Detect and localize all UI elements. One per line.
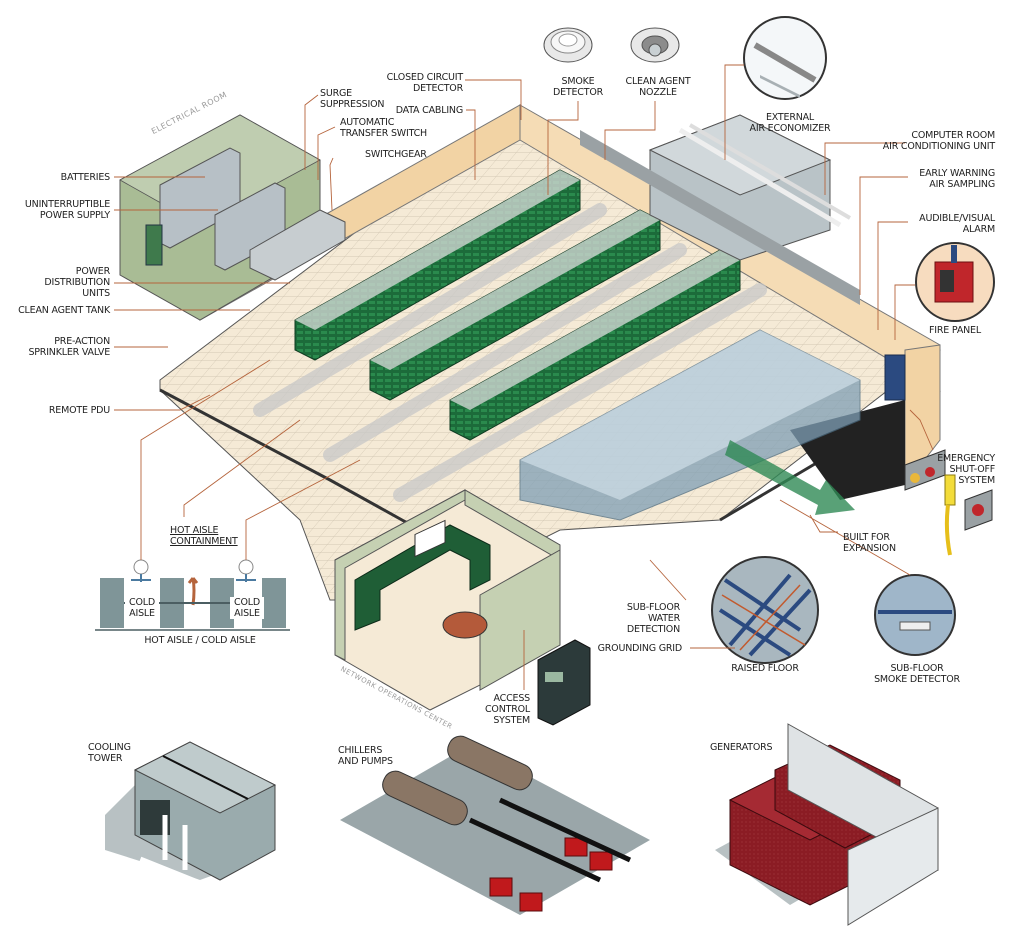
label-raised-floor: RAISED FLOOR bbox=[731, 663, 799, 674]
label-cold-aisle-2: COLD AISLE bbox=[230, 597, 264, 619]
label-generators: GENERATORS bbox=[710, 742, 773, 753]
noc-video-wall bbox=[414, 519, 446, 558]
label-remote-pdu: REMOTE PDU bbox=[48, 405, 110, 416]
label-subfloor-smoke: SUB-FLOOR SMOKE DETECTOR bbox=[874, 663, 960, 685]
label-surge-suppression: SURGE SUPPRESSION bbox=[320, 88, 385, 110]
leader-lines bbox=[114, 64, 934, 690]
expansion-arrow bbox=[725, 440, 855, 515]
detail-fire-panel bbox=[915, 242, 995, 322]
electrical-room-door bbox=[145, 224, 163, 266]
label-switchgear: SWITCHGEAR bbox=[365, 149, 427, 160]
label-cold-aisle-1: COLD AISLE bbox=[125, 597, 159, 619]
detail-clean-agent-nozzle bbox=[630, 27, 680, 63]
crac-units bbox=[580, 114, 860, 305]
label-cctv: CLOSED CIRCUIT DETECTOR bbox=[386, 72, 464, 94]
label-fire-panel: FIRE PANEL bbox=[929, 325, 981, 336]
label-pdu: POWER DISTRIBUTION UNITS bbox=[44, 266, 110, 299]
overhead-ducts bbox=[253, 203, 767, 502]
containment-pods bbox=[519, 329, 861, 521]
network-operations-center bbox=[334, 489, 591, 726]
label-ups: UNINTERRUPTIBLE POWER SUPPLY bbox=[24, 199, 110, 221]
detail-air-economizer bbox=[743, 16, 827, 100]
label-data-cabling: DATA CABLING bbox=[395, 105, 464, 116]
detail-raised-floor bbox=[711, 556, 819, 664]
rack-row-2 bbox=[369, 209, 661, 401]
electrical-room bbox=[119, 114, 346, 321]
generators-illustration bbox=[715, 723, 939, 926]
detail-emergency-shutoff bbox=[904, 449, 993, 556]
chillers-pumps-illustration bbox=[340, 735, 650, 915]
server-rack-rows bbox=[253, 169, 861, 521]
exit-door bbox=[884, 354, 906, 401]
cooling-tower-illustration bbox=[105, 741, 277, 904]
label-audible-visual: AUDIBLE/VISUAL ALARM bbox=[919, 213, 995, 235]
label-ats: AUTOMATIC TRANSFER SWITCH bbox=[340, 117, 427, 139]
label-early-warning: EARLY WARNING AIR SAMPLING bbox=[919, 168, 995, 190]
label-access-control: ACCESS CONTROL SYSTEM bbox=[485, 693, 530, 726]
label-hot-aisle-containment: HOT AISLE CONTAINMENT bbox=[170, 525, 238, 547]
label-grounding-grid: GROUNDING GRID bbox=[597, 643, 683, 654]
label-subfloor-water: SUB-FLOOR WATER DETECTION bbox=[626, 602, 680, 635]
label-cooling-tower: COOLING TOWER bbox=[88, 742, 131, 764]
label-smoke-detector: SMOKE DETECTOR bbox=[552, 76, 604, 98]
detail-subfloor-smoke bbox=[874, 574, 956, 656]
label-clean-agent-tank: CLEAN AGENT TANK bbox=[18, 305, 110, 316]
label-chillers-pumps: CHILLERS AND PUMPS bbox=[338, 745, 393, 767]
detail-smoke-detector bbox=[543, 27, 593, 63]
rack-row-1 bbox=[294, 169, 581, 361]
label-clean-agent-nozzle: CLEAN AGENT NOZZLE bbox=[625, 76, 691, 98]
ceiling-beam bbox=[580, 130, 860, 305]
label-air-economizer: EXTERNAL AIR ECONOMIZER bbox=[749, 112, 831, 134]
label-hot-cold-aisle: HOT AISLE / COLD AISLE bbox=[144, 635, 256, 646]
hot-cold-aisle-schematic bbox=[95, 559, 290, 631]
generator-fence bbox=[787, 723, 939, 926]
switchgear-cabinets bbox=[249, 209, 346, 281]
label-emergency-shutoff: EMERGENCY SHUT-OFF SYSTEM bbox=[937, 453, 995, 486]
noc-table bbox=[442, 611, 488, 639]
label-batteries: BATTERIES bbox=[60, 172, 111, 183]
noc-console bbox=[354, 524, 491, 631]
label-crac: COMPUTER ROOM AIR CONDITIONING UNIT bbox=[882, 130, 995, 152]
label-built-for-expansion: BUILT FOR EXPANSION bbox=[843, 532, 896, 554]
access-control-device bbox=[537, 639, 591, 726]
floor-edge-left bbox=[159, 388, 421, 532]
label-pre-action-valve: PRE-ACTION SPRINKLER VALVE bbox=[28, 336, 110, 358]
